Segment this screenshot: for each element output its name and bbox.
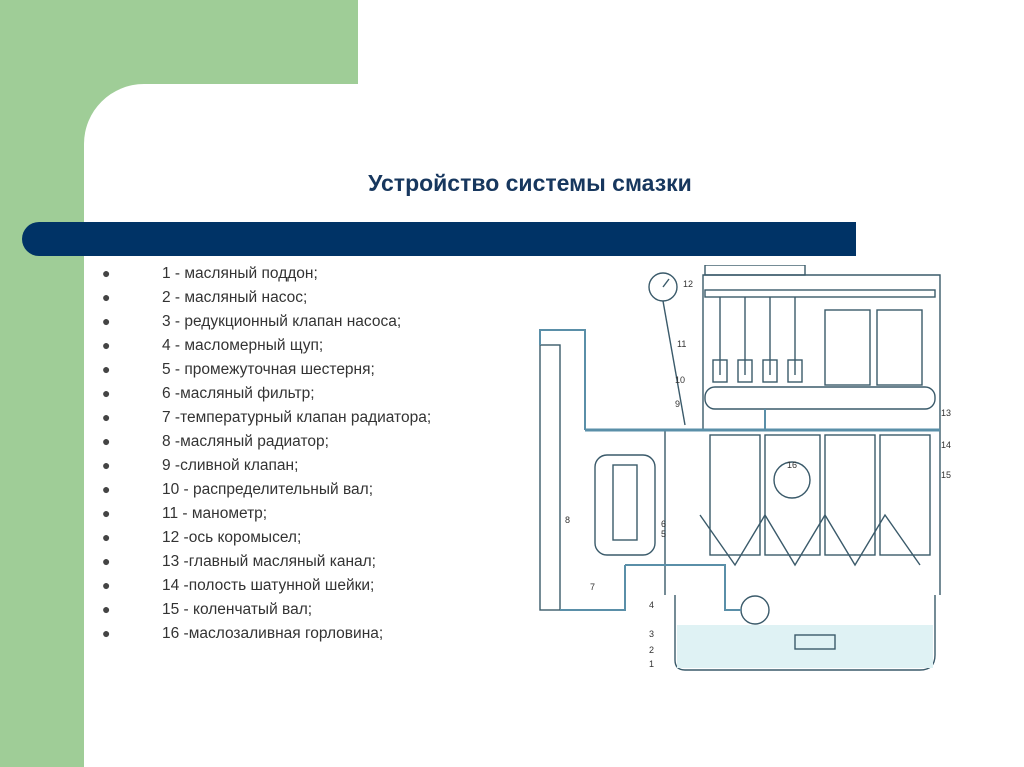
bullet-icon: ●	[102, 409, 111, 425]
legend-item: ● 3 - редукционный клапан насоса;	[102, 312, 462, 331]
bullet-icon: ●	[102, 433, 111, 449]
callout-label: 6	[661, 519, 666, 529]
callout-label: 1	[649, 659, 654, 669]
legend-item: ● 11 - манометр;	[102, 504, 462, 523]
title-band	[22, 222, 856, 256]
legend-text: 9 -сливной клапан;	[162, 457, 299, 474]
legend-text: 6 -масляный фильтр;	[162, 385, 315, 402]
rocker-shaft-top	[704, 265, 806, 276]
bullet-icon: ●	[102, 457, 111, 473]
bullet-icon: ●	[102, 625, 111, 641]
bullet-icon: ●	[102, 481, 111, 497]
bullet-icon: ●	[102, 577, 111, 593]
legend-text: 15 - коленчатый вал;	[162, 601, 313, 618]
bullet-icon: ●	[102, 385, 111, 401]
legend-list: ● 1 - масляный поддон; ● 2 - масляный насо…	[102, 264, 462, 648]
bullet-icon: ●	[102, 265, 111, 281]
legend-item: ● 6 -масляный фильтр;	[102, 384, 462, 403]
legend-item: ● 9 -сливной клапан;	[102, 456, 462, 475]
callout-label: 13	[941, 408, 951, 418]
oil-sump-outline	[674, 595, 936, 671]
cooler-return	[560, 565, 626, 611]
oil-cooler	[539, 344, 561, 611]
bullet-icon: ●	[102, 337, 111, 353]
cylinder	[824, 434, 876, 556]
slide-title: Устройство системы смазки	[368, 170, 692, 196]
engine-block-outline	[664, 274, 941, 595]
filter-element	[612, 464, 638, 541]
piston-pin	[773, 461, 811, 499]
legend-item: ● 15 - коленчатый вал;	[102, 600, 462, 619]
valve-spring	[762, 359, 778, 383]
camshaft	[704, 386, 936, 410]
legend-text: 7 -температурный клапан радиатора;	[162, 409, 432, 426]
legend-text: 16 -маслозаливная горловина;	[162, 625, 384, 642]
bullet-icon: ●	[102, 601, 111, 617]
bullet-icon: ●	[102, 289, 111, 305]
valve-spring	[787, 359, 803, 383]
callout-label: 12	[683, 279, 693, 289]
legend-item: ● 7 -температурный клапан радиатора;	[102, 408, 462, 427]
pump-line	[625, 564, 741, 611]
legend-item: ● 12 -ось коромысел;	[102, 528, 462, 547]
legend-text: 10 - распределительный вал;	[162, 481, 373, 498]
legend-item: ● 8 -масляный радиатор;	[102, 432, 462, 451]
bullet-icon: ●	[102, 505, 111, 521]
callout-label: 3	[649, 629, 654, 639]
bullet-icon: ●	[102, 529, 111, 545]
oil-filter	[594, 454, 656, 556]
legend-text: 2 - масляный насос;	[162, 289, 308, 306]
bullet-icon: ●	[102, 313, 111, 329]
callout-label: 4	[649, 600, 654, 610]
legend-item: ● 1 - масляный поддон;	[102, 264, 462, 283]
legend-text: 14 -полость шатунной шейки;	[162, 577, 375, 594]
legend-item: ● 16 -маслозаливная горловина;	[102, 624, 462, 643]
callout-label: 2	[649, 645, 654, 655]
oil-filler-neck	[824, 309, 871, 386]
legend-item: ● 13 -главный масляный канал;	[102, 552, 462, 571]
callout-label: 11	[677, 339, 686, 349]
rocker-arm-shaft	[704, 289, 936, 298]
bullet-icon: ●	[102, 553, 111, 569]
legend-item: ● 4 - масломерный щуп;	[102, 336, 462, 355]
callout-label: 15	[941, 470, 951, 480]
valve-spring	[737, 359, 753, 383]
oil-pickup	[794, 634, 836, 650]
legend-text: 11 - манометр;	[162, 505, 268, 522]
legend-item: ● 14 -полость шатунной шейки;	[102, 576, 462, 595]
legend-item: ● 2 - масляный насос;	[102, 288, 462, 307]
legend-text: 12 -ось коромысел;	[162, 529, 302, 546]
cylinder	[709, 434, 761, 556]
oil-pump	[740, 595, 770, 625]
legend-text: 13 -главный масляный канал;	[162, 553, 376, 570]
valve-spring	[712, 359, 728, 383]
legend-text: 1 - масляный поддон;	[162, 265, 318, 282]
callout-label: 14	[941, 440, 951, 450]
cylinder	[764, 434, 821, 556]
legend-text: 5 - промежуточная шестерня;	[162, 361, 375, 378]
bullet-icon: ●	[102, 361, 111, 377]
oil-level	[677, 625, 933, 668]
cooler-line	[539, 329, 586, 430]
callout-label: 8	[565, 515, 570, 525]
gauge-needle	[662, 278, 670, 288]
crankshaft	[699, 513, 921, 567]
cylinder	[879, 434, 931, 556]
legend-text: 3 - редукционный клапан насоса;	[162, 313, 402, 330]
legend-item: ● 10 - распределительный вал;	[102, 480, 462, 499]
valve-group	[712, 297, 803, 383]
legend-item: ● 5 - промежуточная шестерня;	[102, 360, 462, 379]
filler-cap	[876, 309, 923, 386]
callout-label: 9	[675, 399, 680, 409]
gauge-line	[662, 300, 686, 426]
callout-label: 16	[787, 460, 797, 470]
lubrication-system-diagram: 1 2 3 4 5 6 7 8 9 10 11 12 13 14 15 16	[539, 265, 951, 671]
callout-label: 5	[661, 529, 666, 539]
callout-label: 10	[675, 375, 685, 385]
callout-label: 7	[590, 582, 595, 592]
legend-text: 4 - масломерный щуп;	[162, 337, 324, 354]
legend-text: 8 -масляный радиатор;	[162, 433, 329, 450]
